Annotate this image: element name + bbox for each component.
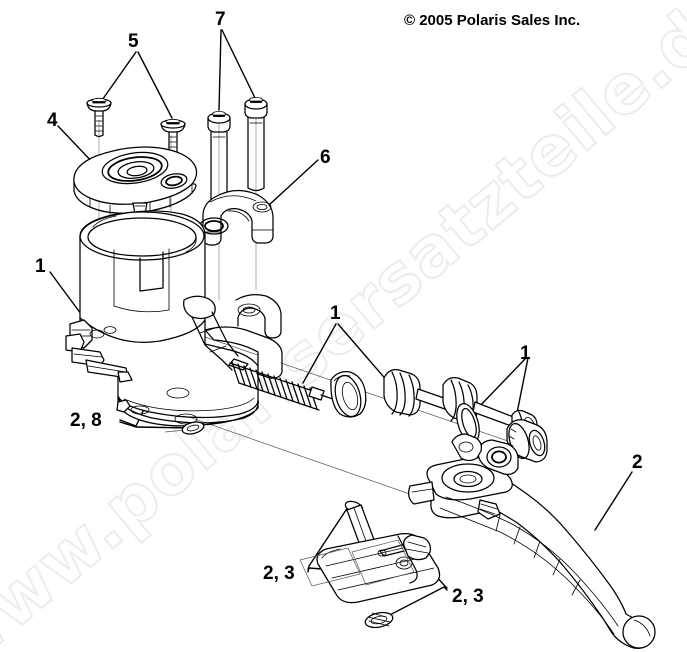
callout-2-8: 2, 8	[70, 410, 102, 431]
brake-lever	[408, 433, 656, 649]
callout-1-kit-left: 1	[330, 303, 341, 324]
cover-screw-1	[86, 97, 112, 138]
callout-2-3-right: 2, 3	[452, 586, 484, 607]
callout-2-3-left: 2, 3	[263, 563, 295, 584]
flat-washer	[456, 403, 480, 443]
callout-1-kit-right: 1	[520, 343, 531, 364]
cup-seal	[330, 371, 367, 418]
copyright-notice: © 2005 Polaris Sales Inc.	[404, 12, 581, 29]
callout-4: 4	[47, 110, 58, 131]
callout-1-body: 1	[35, 256, 46, 277]
piston-rebuild-kit	[228, 358, 548, 463]
callout-2-lever: 2	[632, 452, 643, 473]
lever-screw	[377, 534, 431, 561]
end-bushing	[506, 419, 548, 463]
lever-washer	[364, 611, 394, 629]
callout-6: 6	[320, 147, 331, 168]
return-spring	[228, 358, 337, 411]
master-cylinder-body	[65, 210, 283, 435]
callout-7: 7	[215, 9, 226, 30]
clamp-bolt-2	[244, 97, 268, 192]
lever-hardware-group	[299, 500, 441, 629]
callout-5: 5	[128, 31, 139, 52]
reservoir-cover	[73, 146, 198, 218]
cover-screw-2	[160, 118, 186, 160]
